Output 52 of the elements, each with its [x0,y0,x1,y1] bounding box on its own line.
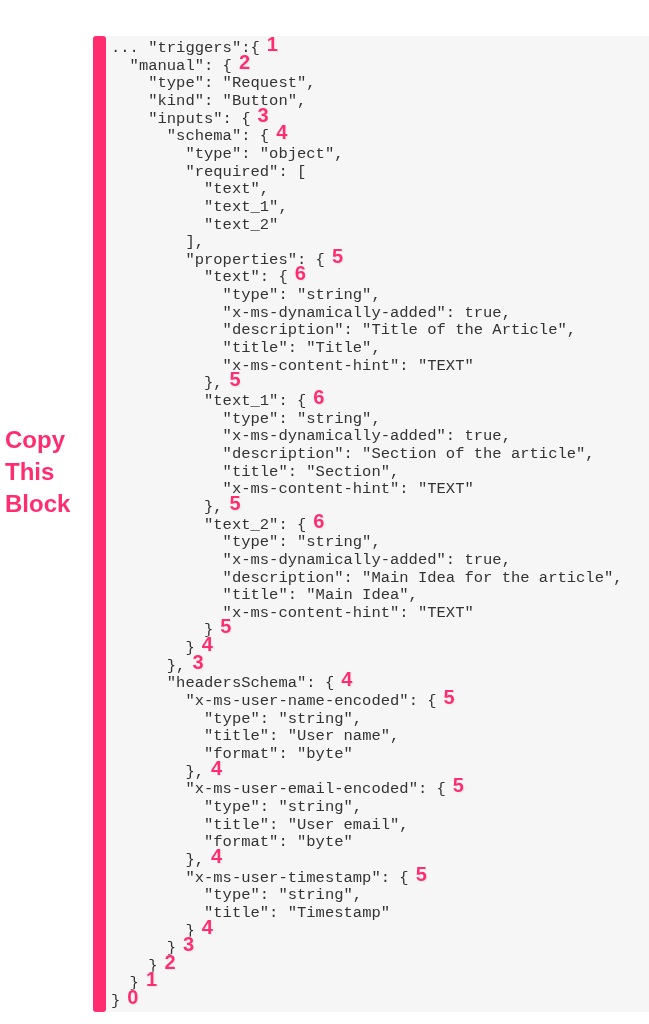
code-line: } [111,992,121,1011]
code-line: }, [204,497,223,516]
callout-number: 6 [313,509,325,532]
code-line: "x-ms-user-name-encoded": { [185,692,437,711]
code-line: "title": "Title", [222,339,381,358]
code-line: "x-ms-user-timestamp": { [185,868,409,887]
code-line: "text_2": { [204,515,307,534]
code-line: }, [166,656,186,675]
code-line: "text_1", [204,197,288,216]
code-line: "type": "object", [185,144,344,163]
code-line: "title": "Section", [222,462,400,481]
code-line: "x-ms-dynamically-added": true, [222,303,511,322]
code-line: "x-ms-dynamically-added": true, [222,550,511,569]
code-line: }, [204,374,223,393]
callout-number: 4 [276,121,288,144]
code-line: "type": "string", [222,286,381,305]
callout-number: 5 [415,862,427,885]
code-line: "description": "Main Idea for the article", [222,568,623,587]
code-line: }, [185,762,204,781]
code-line: "type": "string", [222,409,381,428]
callout-number: 4 [341,668,353,691]
code-line: "description": "Section of the article", [222,444,595,463]
code-line: "schema": { [166,127,270,146]
callout-number: 6 [313,386,325,408]
code-line: "title": "User name", [204,727,400,746]
code-line: "title": "User email", [204,815,409,834]
instruction-text: Copy This Block [5,425,72,519]
code-line: "type": "string", [204,797,363,816]
code-line: ], [185,233,204,252]
callout-number: 5 [331,244,344,267]
callout-number: 5 [443,686,455,709]
code-line: "type": "Request", [148,74,316,93]
code-line: "text_1": { [204,392,307,410]
code-line: "inputs": { [148,109,251,128]
code-line: "title": "Main Idea", [222,586,418,605]
code-line: "required": [ [185,162,307,181]
code-line: "type": "string", [204,886,363,905]
code-line: "headersSchema": { [166,674,335,693]
code-line: "x-ms-dynamically-added": true, [222,427,511,446]
code-line: "text", [204,180,270,199]
code-line: "description": "Title of the Article", [222,321,577,340]
code-line: "type": "string", [204,709,363,728]
code-line: "text_2" [204,215,279,234]
code-line: "text": { [204,268,288,287]
callout-number: 5 [452,774,464,797]
code-line: "manual": { [129,56,232,75]
code-line: "x-ms-user-email-encoded": { [185,780,446,799]
callout-number: 3 [192,650,204,673]
callout-number: 1 [266,33,278,55]
code-line: }, [185,850,204,869]
callout-number: 4 [201,915,213,938]
code-line: "type": "string", [222,533,381,552]
